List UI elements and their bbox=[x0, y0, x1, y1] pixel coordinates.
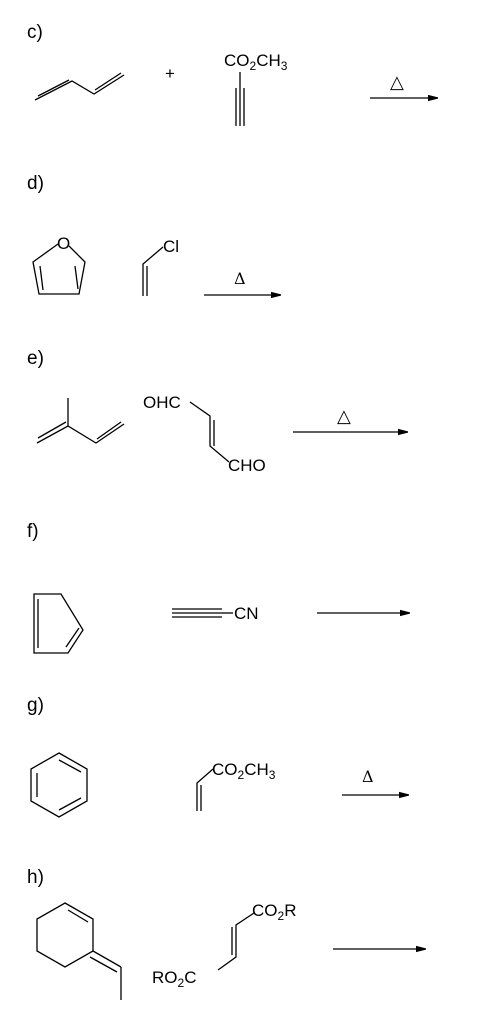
furan-structure: O bbox=[32, 234, 86, 295]
problem-f: f) CN bbox=[27, 521, 409, 654]
ethylidene-cyclohexene-structure bbox=[36, 902, 122, 1000]
cyanoacetylene-structure: CN bbox=[172, 604, 259, 623]
butadiene-structure bbox=[34, 72, 125, 101]
benzene-structure bbox=[30, 752, 88, 818]
aldehyde-label-right: CHO bbox=[228, 456, 266, 475]
problem-label-c: c) bbox=[27, 22, 43, 43]
plus-sign: + bbox=[165, 64, 175, 83]
aldehyde-label-left: OHC bbox=[143, 393, 181, 412]
problem-h: h) CO2R RO2C bbox=[27, 867, 425, 1000]
problem-d: d) O Cl Δ bbox=[27, 173, 280, 296]
problem-g: g) CO2CH3 Δ bbox=[27, 695, 408, 818]
ester-group-label: CO2CH3 bbox=[212, 760, 276, 782]
heat-symbol: △ bbox=[337, 406, 351, 427]
problem-label-f: f) bbox=[27, 521, 39, 542]
ester-top-label: CO2R bbox=[252, 901, 296, 923]
heat-symbol: △ bbox=[390, 72, 404, 93]
problem-label-d: d) bbox=[27, 173, 44, 194]
problem-label-e: e) bbox=[27, 348, 44, 369]
methyl-acrylate-structure: CO2CH3 bbox=[196, 760, 276, 811]
problem-label-g: g) bbox=[27, 695, 44, 716]
heat-symbol: Δ bbox=[362, 767, 374, 786]
cyclopentadiene-structure bbox=[33, 593, 84, 654]
isoprene-structure bbox=[36, 398, 125, 444]
furan-oxygen: O bbox=[57, 234, 70, 253]
vinyl-chloride-structure: Cl bbox=[142, 237, 179, 296]
ester-bottom-label: RO2C bbox=[152, 968, 196, 990]
heat-symbol: Δ bbox=[234, 269, 246, 288]
methyl-propiolate-structure: CO2CH3 bbox=[224, 51, 288, 126]
problem-c: c) + CO2CH3 △ bbox=[27, 22, 437, 126]
problem-e: e) OHC CHO △ bbox=[27, 348, 407, 475]
nitrile-label: CN bbox=[234, 604, 259, 623]
butenedial-structure: OHC CHO bbox=[143, 393, 266, 475]
problem-label-h: h) bbox=[27, 867, 44, 888]
chlorine-label: Cl bbox=[163, 237, 179, 256]
fumarate-structure: CO2R RO2C bbox=[152, 901, 296, 990]
ester-group-label: CO2CH3 bbox=[224, 51, 288, 73]
